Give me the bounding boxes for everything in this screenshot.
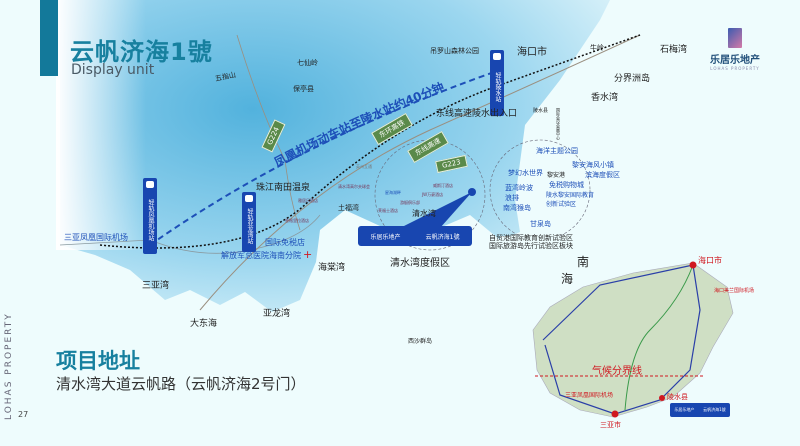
label-baoting: 保亭县 — [293, 85, 314, 93]
label-zhujiang: 珠江南田温泉 — [256, 183, 311, 193]
accent-bar — [40, 0, 58, 76]
label-diaoluoshan: 吊罗山森林公园 — [430, 47, 479, 55]
station-yalongwan: 轻轨亚龙湾站 — [242, 192, 256, 252]
inset-meilan: 海口美兰国际机场 — [714, 288, 755, 294]
label-tour-zone: 国际旅游岛先行试验区板块 — [489, 242, 573, 250]
inset-lingshui: 陵水县 — [667, 393, 688, 401]
page-subtitle: Display unit — [71, 62, 155, 78]
project-dot — [468, 188, 476, 196]
label-binhai: 滨海度假区 — [585, 171, 620, 179]
label-haikou: 海口市 — [517, 47, 547, 58]
label-tufuwan: 土福湾 — [338, 204, 359, 212]
brand-mark-icon — [728, 28, 742, 48]
lingshui-marker — [659, 395, 665, 401]
brand-en: LOHAS PROPERTY — [710, 66, 760, 71]
label-dutyfree: 国际免税店 — [265, 238, 305, 247]
label-jw: JW万豪酒店 — [422, 192, 444, 197]
project-name: 云帆济海1號 — [425, 233, 460, 241]
inset-road — [624, 264, 694, 411]
label-hospital: 解放军总医院海南分院 — [221, 251, 301, 260]
inset-haikou: 海口市 — [698, 256, 722, 265]
label-dream: 梦幻水世界 — [508, 169, 543, 177]
label-ganqiu: 甘泉岛 — [530, 220, 551, 228]
inset-rail — [542, 264, 701, 415]
label-xisha: 西沙群岛 — [408, 338, 433, 345]
label-huiyi: 国际会议会展中心 — [556, 108, 561, 140]
inset-project-dev: 乐居乐地产 — [674, 407, 695, 412]
label-golf: 清水湾高尔夫球会 — [338, 184, 370, 189]
label-qixianling: 七仙岭 — [297, 59, 318, 67]
sanya-marker — [611, 410, 619, 418]
lingshui-circle — [489, 139, 591, 241]
brand-name: 乐居乐地产 — [710, 55, 760, 66]
inset-project-label: 乐居乐地产 云帆济海1號 — [670, 403, 730, 417]
label-dutyfree-city: 免税购物城 — [549, 181, 584, 189]
label-nanwan: 南湾猴岛 — [503, 204, 531, 212]
project-dev: 乐居乐地产 — [370, 233, 401, 241]
label-youting: 游艇俱乐部 — [400, 200, 420, 205]
label-xiangshuiwan: 香水湾 — [591, 93, 619, 103]
inset-project-name: 云帆济海1號 — [703, 407, 726, 412]
label-edu: 陵水黎安国际教育创新试验区 — [546, 192, 595, 208]
resort-circle — [374, 139, 486, 251]
land-area — [60, 0, 610, 312]
label-haitangwan: 海棠湾 — [318, 263, 346, 273]
inset-sanya-airport: 三亚凤凰国际机场 — [565, 392, 614, 399]
haikou-marker — [689, 261, 697, 269]
label-weisiting: 威斯汀酒店 — [433, 183, 453, 188]
label-yalongwan: 亚龙湾 — [263, 309, 291, 319]
road-g224 — [236, 34, 301, 231]
side-text: LOHAS PROPERTY — [4, 312, 14, 420]
label-dadonghai: 大东海 — [190, 319, 218, 329]
label-sanya-airport: 三亚凤凰国际机场 — [64, 233, 128, 242]
label-sanyawan: 三亚湾 — [142, 281, 170, 291]
rail-line — [99, 34, 641, 249]
project-label[interactable]: 乐居乐地产 云帆济海1號 — [358, 226, 472, 246]
label-lingshuixian: 陵水县 — [533, 108, 549, 114]
inset-climate: 气候分界线 — [592, 366, 642, 377]
project-pointer — [400, 192, 472, 228]
page-number: 27 — [18, 410, 29, 419]
label-lian-town: 黎安海风小镇 — [572, 161, 614, 169]
station-phoenix-airport: 轻轨凤凰机场站 — [143, 178, 157, 254]
label-ocean-park: 海洋主题公园 — [536, 147, 578, 155]
brand-logo: 乐居乐地产 LOHAS PROPERTY — [700, 28, 770, 71]
label-resort: 清水湾度假区 — [390, 258, 450, 269]
station-lingshui: 轻轨陵水站 — [490, 50, 504, 116]
label-xinghai: 星海湖畔 — [385, 190, 401, 195]
hospital-cross-icon: + — [303, 248, 313, 261]
label-yingzhou: 英州互通 — [356, 164, 372, 169]
label-lanwan: 蓝湾岭波浪排 — [505, 184, 533, 202]
label-fenjiezhou: 分界洲岛 — [614, 74, 651, 84]
inset-sea-2: 海 — [561, 272, 574, 286]
label-lianbay: 黎安港 — [547, 172, 566, 179]
inset-sea-1: 南 — [577, 255, 590, 269]
road-east-expressway — [199, 34, 641, 311]
inset-sanya: 三亚市 — [600, 421, 621, 429]
label-shimeiwan: 石梅湾 — [660, 45, 688, 55]
label-edu-zone: 自贸港国际教育创新试验区 — [489, 234, 573, 242]
address-title: 项目地址 — [56, 349, 140, 373]
page-title: 云帆济海1號 — [70, 38, 213, 66]
address-text: 清水湾大道云帆路（云帆济海2号门） — [56, 375, 306, 393]
label-niuling: 牛岭 — [590, 44, 604, 52]
label-laifushi: 莱福士酒店 — [378, 208, 398, 213]
label-qingshuiwan: 清水湾 — [412, 209, 436, 218]
label-hotel2: 香格里拉酒店 — [285, 218, 309, 223]
label-hotel1: 雅居乐酒店 — [298, 198, 318, 203]
label-exit: 东线高速陵水出入口 — [436, 109, 518, 119]
